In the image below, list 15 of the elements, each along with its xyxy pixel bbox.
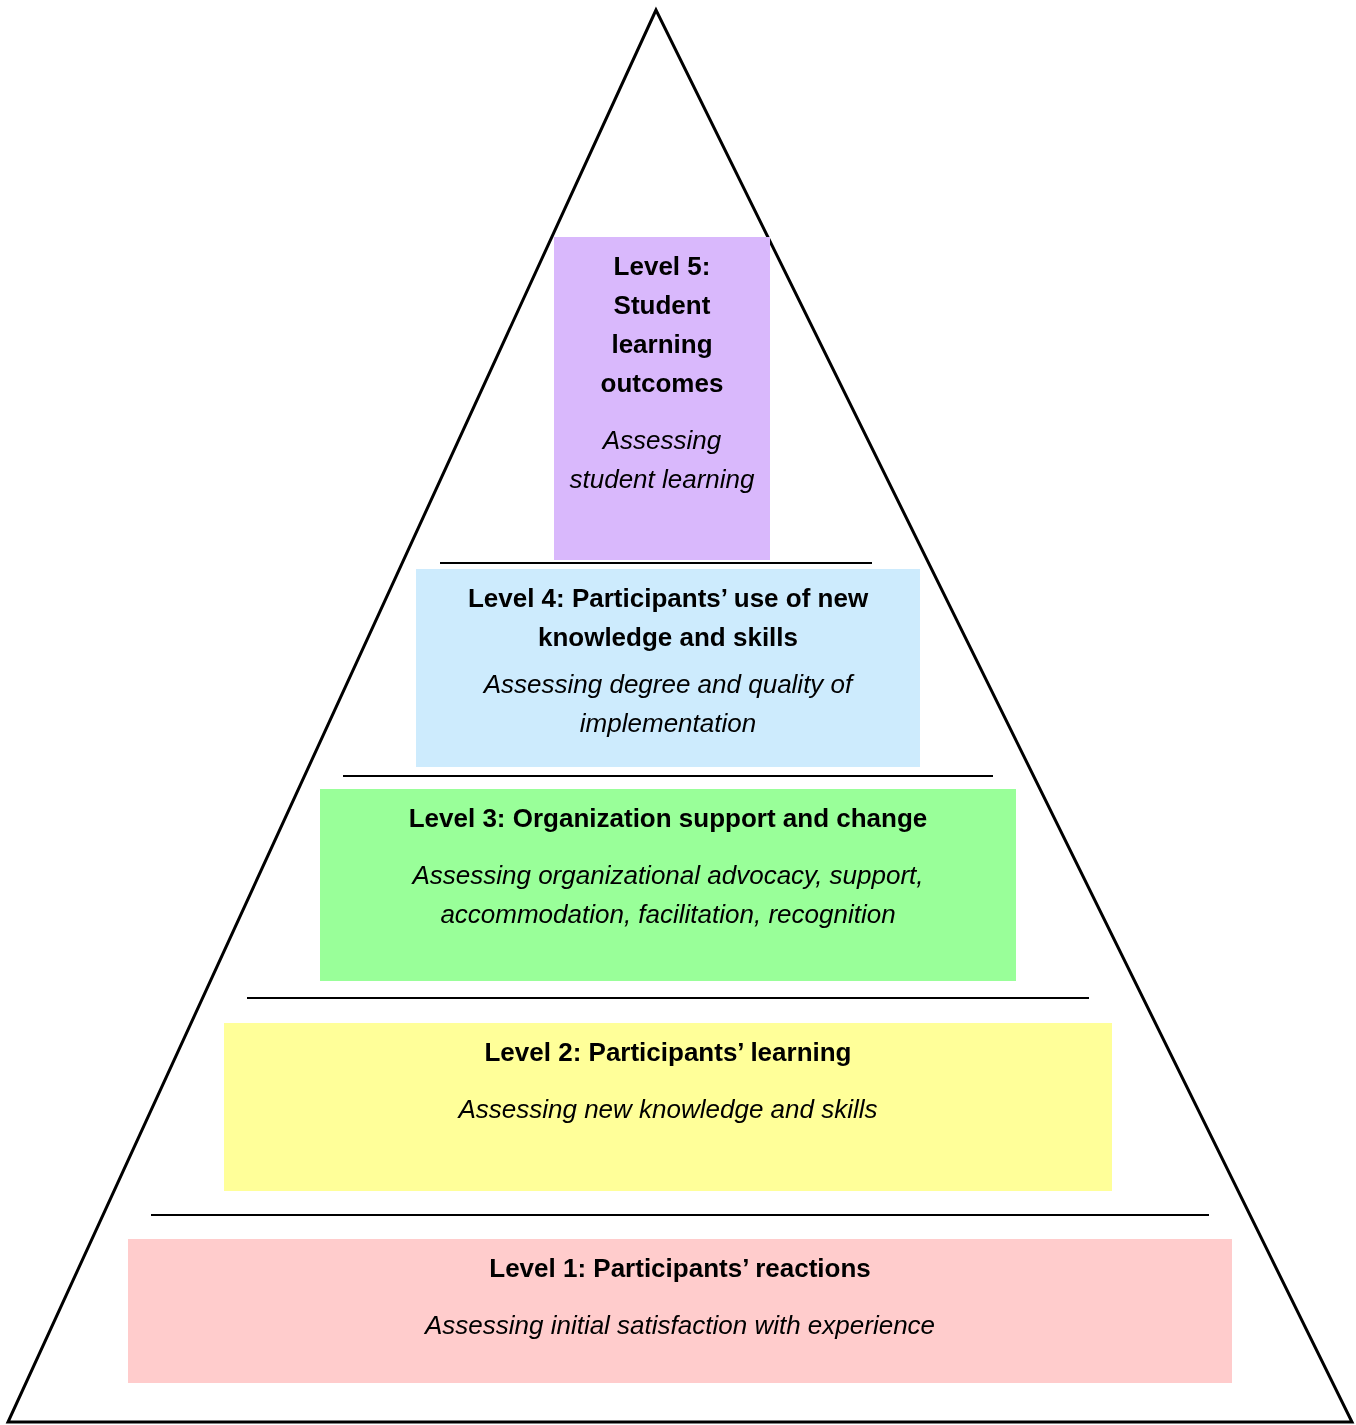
level-title: Level 4: Participants’ use of new knowledge and skills	[466, 582, 870, 654]
level-title: Level 5: Student learning outcomes	[599, 250, 725, 400]
level-box	[128, 1239, 1232, 1383]
level-description: Assessing organizational advocacy, support, accommodation, facilitation, recognition	[410, 859, 925, 931]
level-title: Level 1: Participants’ reactions	[489, 1252, 871, 1285]
level-title: Level 3: Organization support and change	[408, 802, 928, 835]
level-box	[320, 789, 1016, 981]
level-description: Assessing degree and quality of implementation	[481, 668, 856, 740]
level-box	[554, 237, 770, 560]
level-box	[224, 1023, 1112, 1191]
level-title: Level 2: Participants’ learning	[484, 1036, 852, 1069]
level-description: Assessing initial satisfaction with experience	[424, 1309, 936, 1342]
level-description: Assessing new knowledge and skills	[458, 1093, 878, 1126]
level-box	[416, 569, 920, 767]
level-description: Assessing student learning	[568, 424, 756, 496]
